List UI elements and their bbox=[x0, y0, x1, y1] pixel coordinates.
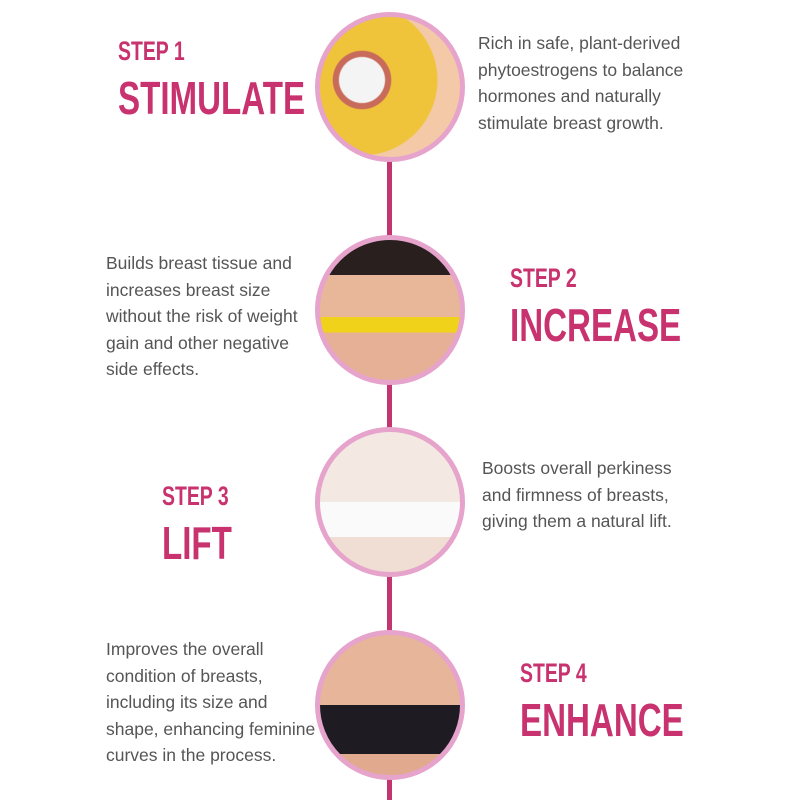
measuring-tape-image bbox=[315, 235, 465, 385]
step-label: STEP 2 bbox=[510, 263, 577, 293]
step-2-heading: STEP 2 INCREASE bbox=[510, 263, 682, 351]
step-3-heading: STEP 3 LIFT bbox=[162, 481, 232, 569]
step-title: LIFT bbox=[162, 517, 232, 569]
step-title: STIMULATE bbox=[118, 72, 306, 124]
breast-anatomy-image bbox=[315, 12, 465, 162]
step-title: ENHANCE bbox=[520, 694, 684, 746]
step-label: STEP 3 bbox=[162, 481, 229, 511]
step-1-description: Rich in safe, plant-derived phytoestroge… bbox=[478, 33, 684, 133]
step-title: INCREASE bbox=[510, 299, 682, 351]
body-contour-image bbox=[315, 427, 465, 577]
step-label: STEP 1 bbox=[118, 36, 185, 66]
step-4-heading: STEP 4 ENHANCE bbox=[520, 658, 684, 746]
step-1-heading: STEP 1 STIMULATE bbox=[118, 36, 306, 124]
step-2-description: Builds breast tissue and increases breas… bbox=[106, 253, 298, 379]
step-label: STEP 4 bbox=[520, 658, 587, 688]
bra-image bbox=[315, 630, 465, 780]
step-3-description: Boosts overall perkiness and firmness of… bbox=[482, 458, 672, 531]
step-4-description: Improves the overall condition of breast… bbox=[106, 639, 316, 765]
